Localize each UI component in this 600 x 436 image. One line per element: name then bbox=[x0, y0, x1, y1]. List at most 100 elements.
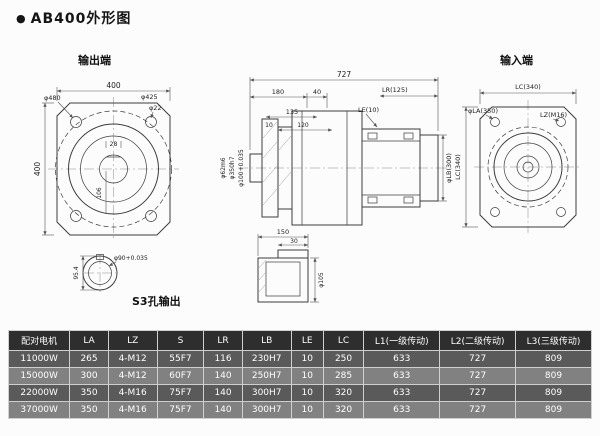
title-text: AB400外形图 bbox=[30, 11, 132, 27]
dim-la: φLA(350) bbox=[468, 107, 498, 115]
table-cell: 727 bbox=[439, 401, 517, 419]
table-cell: 55F7 bbox=[156, 350, 205, 368]
dim-180: 180 bbox=[272, 88, 284, 96]
table-cell: 320 bbox=[322, 401, 365, 419]
table-cell: 633 bbox=[363, 401, 441, 419]
dim-bolt-hole: φ22 bbox=[149, 104, 162, 112]
table-cell: 10 bbox=[290, 384, 324, 402]
table-cell: 22000W bbox=[7, 384, 71, 402]
table-cell: 809 bbox=[515, 367, 592, 385]
column-header: L1(一级传动) bbox=[363, 330, 441, 351]
dim-shaft-flat: 95.4 bbox=[73, 266, 80, 280]
table-cell: 633 bbox=[363, 350, 441, 368]
column-header: LC bbox=[322, 330, 365, 351]
column-header: LZ bbox=[107, 330, 158, 351]
column-header: LE bbox=[290, 330, 324, 351]
table-cell: 250H7 bbox=[241, 367, 292, 385]
dim-40: 40 bbox=[313, 88, 321, 96]
table-cell: 4-M16 bbox=[107, 401, 158, 419]
table-cell: 633 bbox=[363, 367, 441, 385]
dim-30: 30 bbox=[290, 238, 298, 245]
table-cell: 140 bbox=[203, 401, 243, 419]
s3-shaft-hole-detail: 95.4 φ90+0.035 S3孔输出 bbox=[73, 254, 181, 308]
table-cell: 4-M16 bbox=[107, 384, 158, 402]
output-end-label: 输出端 bbox=[78, 53, 111, 67]
table-cell: 350 bbox=[69, 401, 109, 419]
table-cell: 300H7 bbox=[241, 384, 292, 402]
table-cell: 250 bbox=[322, 350, 365, 368]
technical-drawing: 输出端 输入端 400 400 φ480 bbox=[33, 53, 582, 308]
table-cell: 10 bbox=[290, 350, 324, 368]
table-cell: 285 bbox=[322, 367, 365, 385]
dim-key-height: 106 bbox=[96, 187, 103, 199]
table-cell: 11000W bbox=[7, 350, 71, 368]
table-cell: 809 bbox=[515, 350, 592, 368]
dim-le: LE(10) bbox=[358, 106, 379, 114]
table-cell: 116 bbox=[203, 350, 243, 368]
dim-lc-side: LC(340) bbox=[454, 154, 462, 180]
column-header: L3(三级传动) bbox=[515, 330, 592, 351]
table-cell: 350 bbox=[69, 384, 109, 402]
table-cell: 727 bbox=[439, 350, 517, 368]
table-cell: 727 bbox=[439, 384, 517, 402]
dim-shaft-bore: φ90+0.035 bbox=[114, 255, 148, 262]
table-cell: 4-M12 bbox=[107, 367, 158, 385]
dim-lz: LZ(M16) bbox=[540, 111, 567, 119]
table-cell: 809 bbox=[515, 384, 592, 402]
page-title: ●AB400外形图 bbox=[16, 8, 131, 28]
table-cell: 75F7 bbox=[156, 384, 205, 402]
s3-output-label: S3孔输出 bbox=[132, 294, 181, 308]
dim-keyway-width: 28 bbox=[110, 141, 118, 148]
table-cell: 4-M12 bbox=[107, 350, 158, 368]
table-cell: 300H7 bbox=[241, 401, 292, 419]
table-cell: 300 bbox=[69, 367, 109, 385]
table-cell: 140 bbox=[203, 367, 243, 385]
dim-lr: LR(125) bbox=[382, 86, 408, 94]
dim-left-height: 400 bbox=[33, 162, 42, 177]
dim-lb: φLB(300) bbox=[445, 153, 453, 183]
table-cell: 320 bbox=[322, 384, 365, 402]
coupling-section-detail: 150 30 φ105 bbox=[257, 228, 325, 303]
title-bullet-icon: ● bbox=[16, 12, 27, 25]
table-cell: 265 bbox=[69, 350, 109, 368]
table-cell: 75F7 bbox=[156, 401, 205, 419]
dim-pilot-bore: φ100+0.035 bbox=[238, 149, 245, 187]
table-cell: 37000W bbox=[7, 401, 71, 419]
gearbox-side-view: 727 180 40 135 10 120 φ62m6 φ350h7 φ100+… bbox=[220, 70, 453, 226]
dim-10: 10 bbox=[265, 122, 273, 129]
column-header: L2(二级传动) bbox=[439, 330, 517, 351]
table-cell: 10 bbox=[290, 401, 324, 419]
table-cell: 727 bbox=[439, 367, 517, 385]
dim-left-width: 400 bbox=[106, 81, 121, 90]
dim-output-shaft: φ62m6 bbox=[220, 157, 227, 178]
column-header: LB bbox=[241, 330, 292, 351]
input-flange-front-view: LC(340) φLA(350) LZ(M16) LC(340) bbox=[454, 83, 582, 233]
dim-105: φ105 bbox=[318, 272, 325, 288]
dim-150: 150 bbox=[277, 228, 289, 236]
table-cell: 809 bbox=[515, 401, 592, 419]
dim-lc-top: LC(340) bbox=[515, 83, 541, 91]
column-header: S bbox=[156, 330, 205, 351]
dim-bolt-circle: φ480 bbox=[44, 94, 61, 102]
table-cell: 10 bbox=[290, 367, 324, 385]
table-cell: 15000W bbox=[7, 367, 71, 385]
dim-register-diameter: φ425 bbox=[141, 93, 158, 101]
column-header: 配对电机 bbox=[7, 330, 71, 351]
output-flange-front-view: 400 400 φ480 φ425 φ22 28 106 bbox=[33, 81, 179, 241]
table-cell: 140 bbox=[203, 384, 243, 402]
dim-flange-register: φ350h7 bbox=[229, 156, 236, 179]
table-cell: 230H7 bbox=[241, 350, 292, 368]
dim-135: 135 bbox=[286, 108, 298, 116]
input-end-label: 输入端 bbox=[500, 53, 533, 67]
column-header: LA bbox=[69, 330, 109, 351]
table-cell: 633 bbox=[363, 384, 441, 402]
dim-120: 120 bbox=[297, 122, 309, 129]
